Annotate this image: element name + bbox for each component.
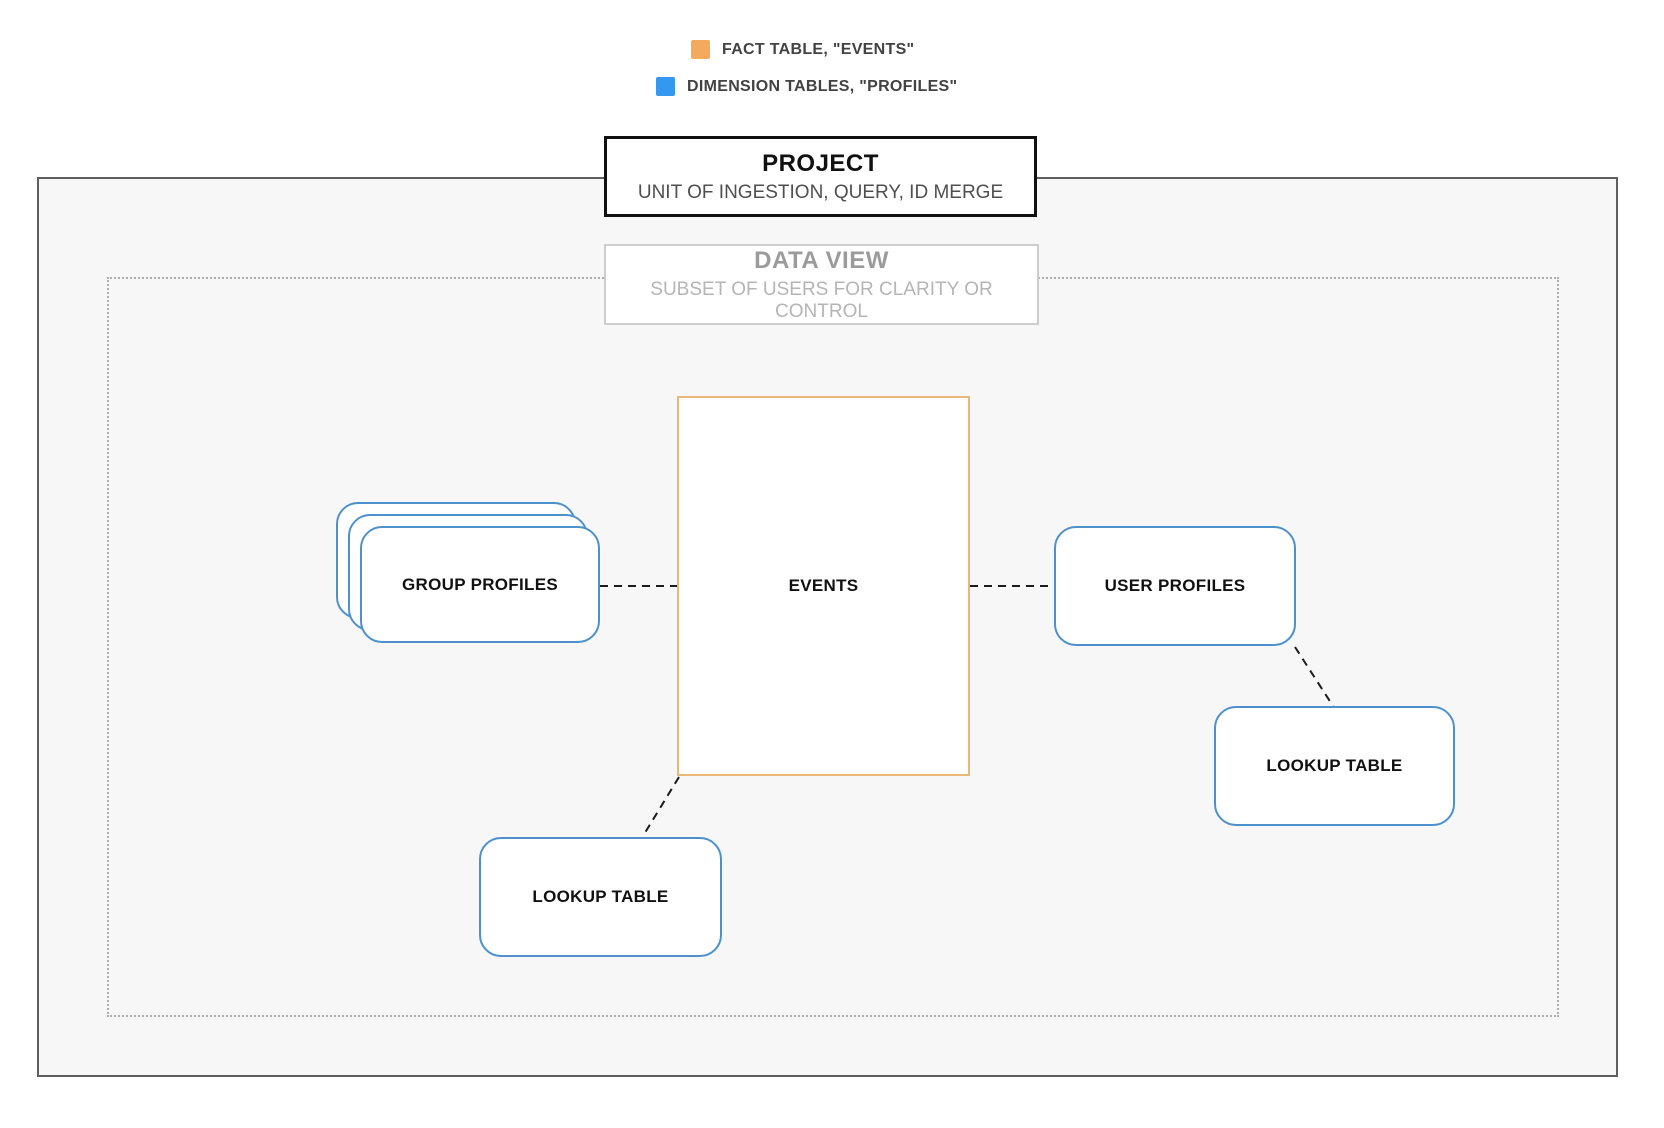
data-view-subtitle: SUBSET OF USERS FOR CLARITY OR CONTROL xyxy=(650,278,993,322)
project-title: PROJECT xyxy=(762,149,879,177)
legend-item-dimension-tables: DIMENSION TABLES, "PROFILES" xyxy=(656,76,957,97)
node-lookup-table-bottom-label: LOOKUP TABLE xyxy=(532,887,669,906)
legend-label-dimension-tables: DIMENSION TABLES, "PROFILES" xyxy=(687,77,958,95)
fact-table-swatch-icon xyxy=(691,40,710,59)
project-subtitle: UNIT OF INGESTION, QUERY, ID MERGE xyxy=(637,181,1004,203)
node-lookup-table-bottom: LOOKUP TABLE xyxy=(479,837,722,957)
project-header-box: PROJECT UNIT OF INGESTION, QUERY, ID MER… xyxy=(604,136,1037,217)
legend-item-fact-table: FACT TABLE, "EVENTS" xyxy=(691,39,914,60)
node-lookup-table-right: LOOKUP TABLE xyxy=(1214,706,1455,826)
node-lookup-table-right-label: LOOKUP TABLE xyxy=(1266,756,1403,775)
node-events-label: EVENTS xyxy=(788,576,859,595)
legend-label-fact-table: FACT TABLE, "EVENTS" xyxy=(722,40,915,58)
node-group-profiles-label: GROUP PROFILES xyxy=(402,574,558,594)
data-view-header-box: DATA VIEW SUBSET OF USERS FOR CLARITY OR… xyxy=(604,244,1039,325)
node-user-profiles-label: USER PROFILES xyxy=(1104,576,1246,595)
data-view-title: DATA VIEW xyxy=(754,246,889,274)
node-user-profiles: USER PROFILES xyxy=(1054,526,1296,646)
node-events: EVENTS xyxy=(677,396,970,776)
dimension-tables-swatch-icon xyxy=(656,77,675,96)
group-profiles-front-card: GROUP PROFILES xyxy=(360,526,600,643)
node-group-profiles: GROUP PROFILES xyxy=(336,502,600,643)
